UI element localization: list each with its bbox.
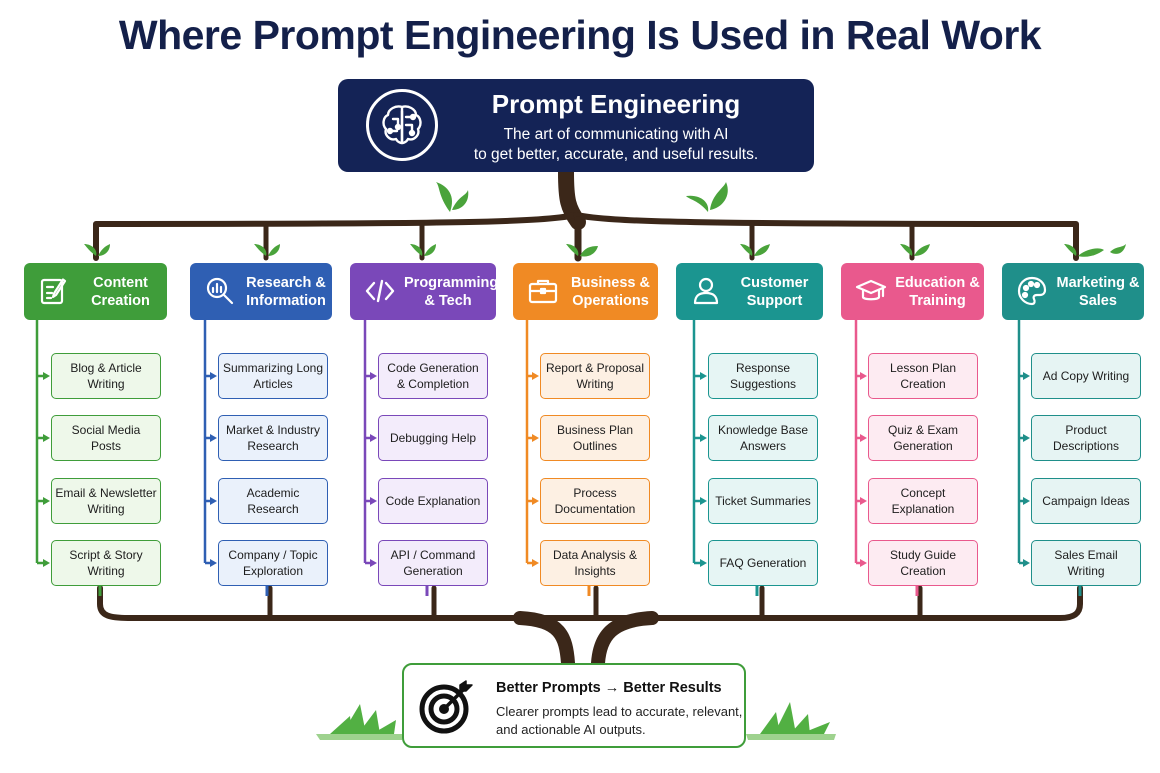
use-case-item: Blog & Article Writing xyxy=(51,353,161,399)
use-case-item: Code Explanation xyxy=(378,478,488,524)
hero-box: Prompt Engineering The art of communicat… xyxy=(338,79,814,172)
connector-arrow xyxy=(860,559,867,567)
hero-subtitle: The art of communicating with AI to get … xyxy=(458,125,814,165)
connector-arrow xyxy=(1023,559,1030,567)
use-case-item: Concept Explanation xyxy=(868,478,978,524)
use-case-item: Product Descriptions xyxy=(1031,415,1141,461)
use-case-item: Study Guide Creation xyxy=(868,540,978,586)
category-education-training: Education & Training xyxy=(841,263,984,320)
use-case-item: Sales Email Writing xyxy=(1031,540,1141,586)
connector-arrow xyxy=(370,497,377,505)
connector-arrow xyxy=(43,559,50,567)
connector-arrow xyxy=(532,497,539,505)
category-label: Customer Support xyxy=(740,275,809,309)
connector-arrow xyxy=(210,497,217,505)
connector-arrow xyxy=(700,434,707,442)
briefcase-icon xyxy=(527,275,559,312)
user-icon xyxy=(690,275,722,312)
category-label: Marketing & Sales xyxy=(1056,275,1140,309)
connector-arrow xyxy=(210,559,217,567)
use-case-item: Process Documentation xyxy=(540,478,650,524)
connector-arrow xyxy=(532,559,539,567)
connector-arrow xyxy=(700,497,707,505)
page-title: Where Prompt Engineering Is Used in Real… xyxy=(118,12,1042,58)
category-label: Research & Information xyxy=(246,275,326,309)
connector-arrow xyxy=(1023,372,1030,380)
use-case-item: Social Media Posts xyxy=(51,415,161,461)
hero-subtitle-line-1: The art of communicating with AI xyxy=(503,126,729,143)
connector-arrow xyxy=(370,559,377,567)
use-case-item: Lesson Plan Creation xyxy=(868,353,978,399)
category-label: Programming & Tech xyxy=(404,275,499,309)
connector-arrow xyxy=(43,372,50,380)
use-case-item: Script & Story Writing xyxy=(51,540,161,586)
connector-arrow xyxy=(532,434,539,442)
connector-arrow xyxy=(700,559,707,567)
category-business-operations: Business & Operations xyxy=(513,263,658,320)
use-case-item: Company / Topic Exploration xyxy=(218,540,328,586)
graduation-cap-icon xyxy=(855,275,887,312)
use-case-item: Knowledge Base Answers xyxy=(708,415,818,461)
use-case-item: Business Plan Outlines xyxy=(540,415,650,461)
pencil-note-icon xyxy=(38,275,70,312)
category-label: Education & Training xyxy=(895,275,980,309)
use-case-item: Code Generation & Completion xyxy=(378,353,488,399)
connector-arrow xyxy=(43,434,50,442)
connector-arrow xyxy=(370,434,377,442)
brain-circuit-icon xyxy=(366,89,438,161)
connector-arrow xyxy=(700,372,707,380)
use-case-item: Data Analysis & Insights xyxy=(540,540,650,586)
use-case-item: Response Suggestions xyxy=(708,353,818,399)
category-label: Content Creation xyxy=(91,275,150,309)
use-case-item: Report & Proposal Writing xyxy=(540,353,650,399)
footer-box: Better Prompts → Better Results Clearer … xyxy=(402,663,746,748)
use-case-item: Campaign Ideas xyxy=(1031,478,1141,524)
use-case-item: Academic Research xyxy=(218,478,328,524)
use-case-item: Quiz & Exam Generation xyxy=(868,415,978,461)
target-arrow-icon xyxy=(418,679,474,740)
hero-title: Prompt Engineering xyxy=(491,89,741,119)
footer-title: Better Prompts → Better Results xyxy=(496,680,722,696)
connector-arrow xyxy=(860,434,867,442)
use-case-item: FAQ Generation xyxy=(708,540,818,586)
use-case-item: Email & Newsletter Writing xyxy=(51,478,161,524)
magnifier-chart-icon xyxy=(204,275,236,312)
use-case-item: Ad Copy Writing xyxy=(1031,353,1141,399)
connector-arrow xyxy=(860,497,867,505)
hero-subtitle-line-2: to get better, accurate, and useful resu… xyxy=(473,146,759,163)
use-case-item: Summarizing Long Articles xyxy=(218,353,328,399)
category-programming-tech: Programming & Tech xyxy=(350,263,499,320)
use-case-item: API / Command Generation xyxy=(378,540,488,586)
connector-arrow xyxy=(532,372,539,380)
palette-icon xyxy=(1016,275,1048,312)
connector-arrow xyxy=(1023,497,1030,505)
connector-arrow xyxy=(860,372,867,380)
category-label: Business & Operations xyxy=(571,275,650,309)
code-brackets-icon xyxy=(364,275,396,312)
connector-arrow xyxy=(210,372,217,380)
category-research-information: Research & Information xyxy=(190,263,332,320)
use-case-item: Ticket Summaries xyxy=(708,478,818,524)
category-customer-support: Customer Support xyxy=(676,263,823,320)
connector-arrow xyxy=(370,372,377,380)
use-case-item: Debugging Help xyxy=(378,415,488,461)
connector-arrow xyxy=(210,434,217,442)
use-case-item: Market & Industry Research xyxy=(218,415,328,461)
category-content-creation: Content Creation xyxy=(24,263,167,320)
category-marketing-sales: Marketing & Sales xyxy=(1002,263,1144,320)
footer-subtitle: Clearer prompts lead to accurate, releva… xyxy=(496,704,743,737)
connector-arrow xyxy=(1023,434,1030,442)
connector-arrow xyxy=(43,497,50,505)
